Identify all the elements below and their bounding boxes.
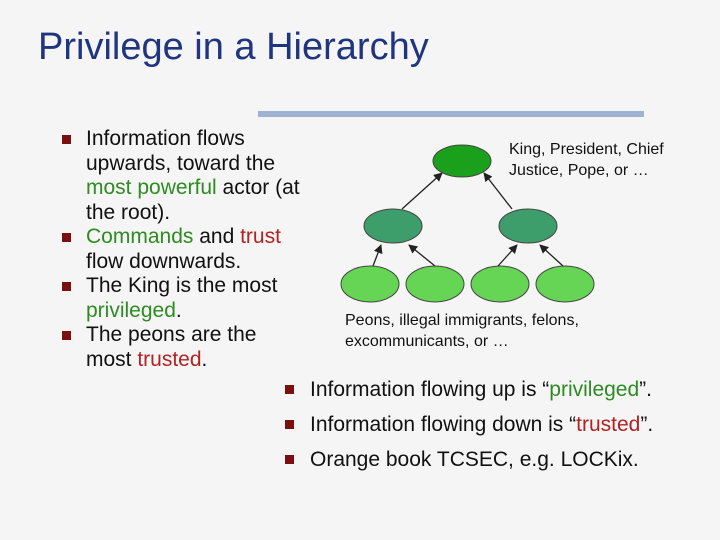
leaf-node (470, 265, 530, 303)
middle-node (363, 208, 423, 244)
edge-arrow (539, 244, 564, 267)
edge-arrow (408, 244, 436, 267)
bullet-item: Orange book TCSEC, e.g. LOCKix. (276, 442, 716, 477)
edge-arrow (483, 172, 513, 210)
square-bullet-icon (285, 420, 294, 429)
slide-title: Privilege in a Hierarchy (38, 26, 429, 68)
right-bullet-list: Information flowing up is “privileged”. … (276, 372, 716, 477)
highlight-red: trust (240, 225, 281, 248)
edge-arrow (401, 172, 443, 210)
root-node (432, 144, 492, 178)
highlight-red: trusted (137, 347, 202, 371)
square-bullet-icon (285, 385, 294, 394)
highlight-green: most powerful (86, 176, 217, 199)
highlight-green: Commands (86, 225, 194, 248)
square-bullet-icon (62, 233, 71, 242)
middle-node (498, 208, 558, 244)
square-bullet-icon (62, 331, 71, 340)
bullet-item: The King is the most privileged. (52, 274, 307, 323)
edge-arrow (497, 244, 518, 267)
title-divider (258, 111, 644, 117)
square-bullet-icon (62, 135, 71, 144)
bullet-item: The peons are the most trusted. (52, 323, 307, 372)
highlight-red: trusted (576, 413, 641, 436)
highlight-green: privileged (86, 298, 176, 322)
leaf-node (405, 265, 465, 303)
edge-arrow (372, 244, 383, 267)
leaf-node (340, 265, 400, 303)
bullet-item: Information flowing down is “trusted”. (276, 407, 716, 442)
bullet-item: Commands and trust flow downwards. (52, 225, 307, 274)
square-bullet-icon (62, 282, 71, 291)
left-bullet-list: Information flows upwards, toward the mo… (52, 127, 307, 372)
highlight-green: privileged (549, 378, 640, 401)
bullet-item: Information flows upwards, toward the mo… (52, 127, 307, 225)
leaf-node (535, 265, 595, 303)
bullet-item: Information flowing up is “privileged”. (276, 372, 716, 407)
leaves-label: Peons, illegal immigrants, felons, excom… (345, 312, 579, 350)
square-bullet-icon (285, 455, 294, 464)
root-label: King, President, Chief Justice, Pope, or… (509, 141, 664, 179)
